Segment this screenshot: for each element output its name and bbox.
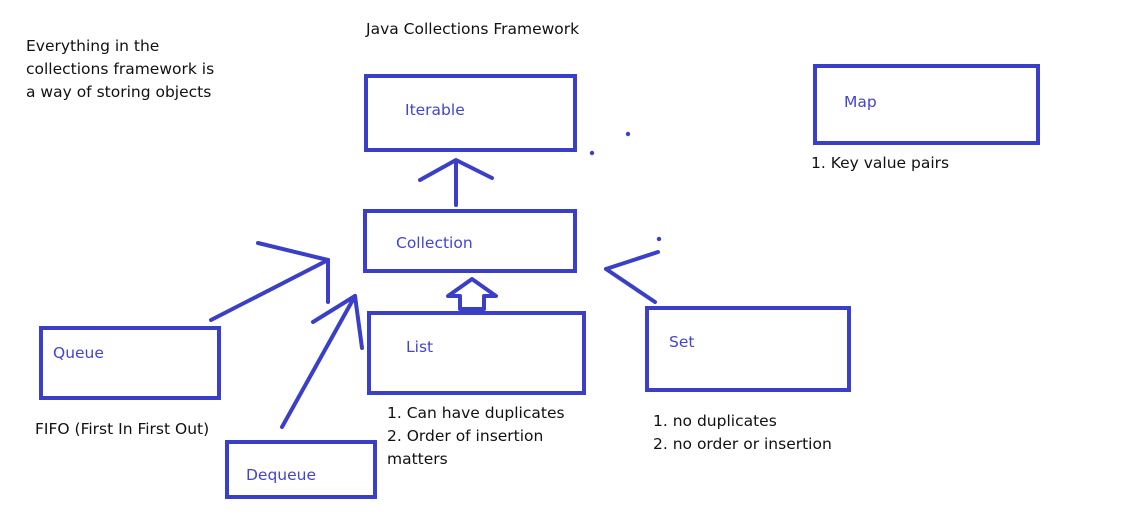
set-box: Set [645,306,851,392]
collection-box: Collection [363,209,577,273]
queue-to-collection-arrow [209,241,330,322]
queue-box: Queue [39,326,221,400]
dequeue-box: Dequeue [225,440,377,499]
dequeue-label: Dequeue [246,466,317,484]
dequeue-to-queue-arrow [280,294,364,429]
intro-note: Everything in the collections framework … [26,37,215,101]
set-to-collection-arrow [604,250,660,304]
set-note: 1. no duplicates 2. no order or insertio… [653,412,832,453]
iterable-label: Iterable [405,101,465,119]
iterable-box: Iterable [364,74,577,152]
map-note: 1. Key value pairs [811,154,950,172]
list-label: List [406,338,434,356]
map-box: Map [813,64,1040,145]
list-box: List [367,311,586,395]
queue-label: Queue [53,344,104,362]
map-label: Map [844,93,877,111]
queue-note: FIFO (First In First Out) [35,420,210,438]
set-label: Set [669,333,695,351]
list-to-collection-arrow [446,277,498,311]
list-note: 1. Can have duplicates 2. Order of inser… [387,404,565,468]
collection-label: Collection [396,234,473,252]
collection-to-iterable-arrow [418,158,494,207]
diagram-title: Java Collections Framework [366,20,580,38]
pen-dots [589,131,662,242]
